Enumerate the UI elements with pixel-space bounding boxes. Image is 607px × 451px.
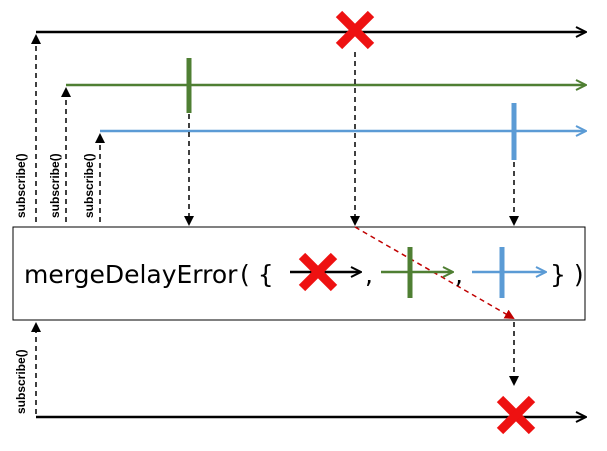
subscribe-label-2: subscribe() [48,153,62,218]
operator-comma-1: , [365,260,373,289]
output-error-icon [500,399,532,431]
subscribe-label-output: subscribe() [14,349,28,414]
subscribe-label-1: subscribe() [14,153,28,218]
operator-comma-2: , [455,260,463,289]
source-1-error-icon [339,14,371,46]
operator-close-paren: } ) [550,260,584,289]
subscribe-label-3: subscribe() [82,153,96,218]
operator-name: mergeDelayError [24,260,238,289]
operator-open-paren: ( { [240,260,274,289]
